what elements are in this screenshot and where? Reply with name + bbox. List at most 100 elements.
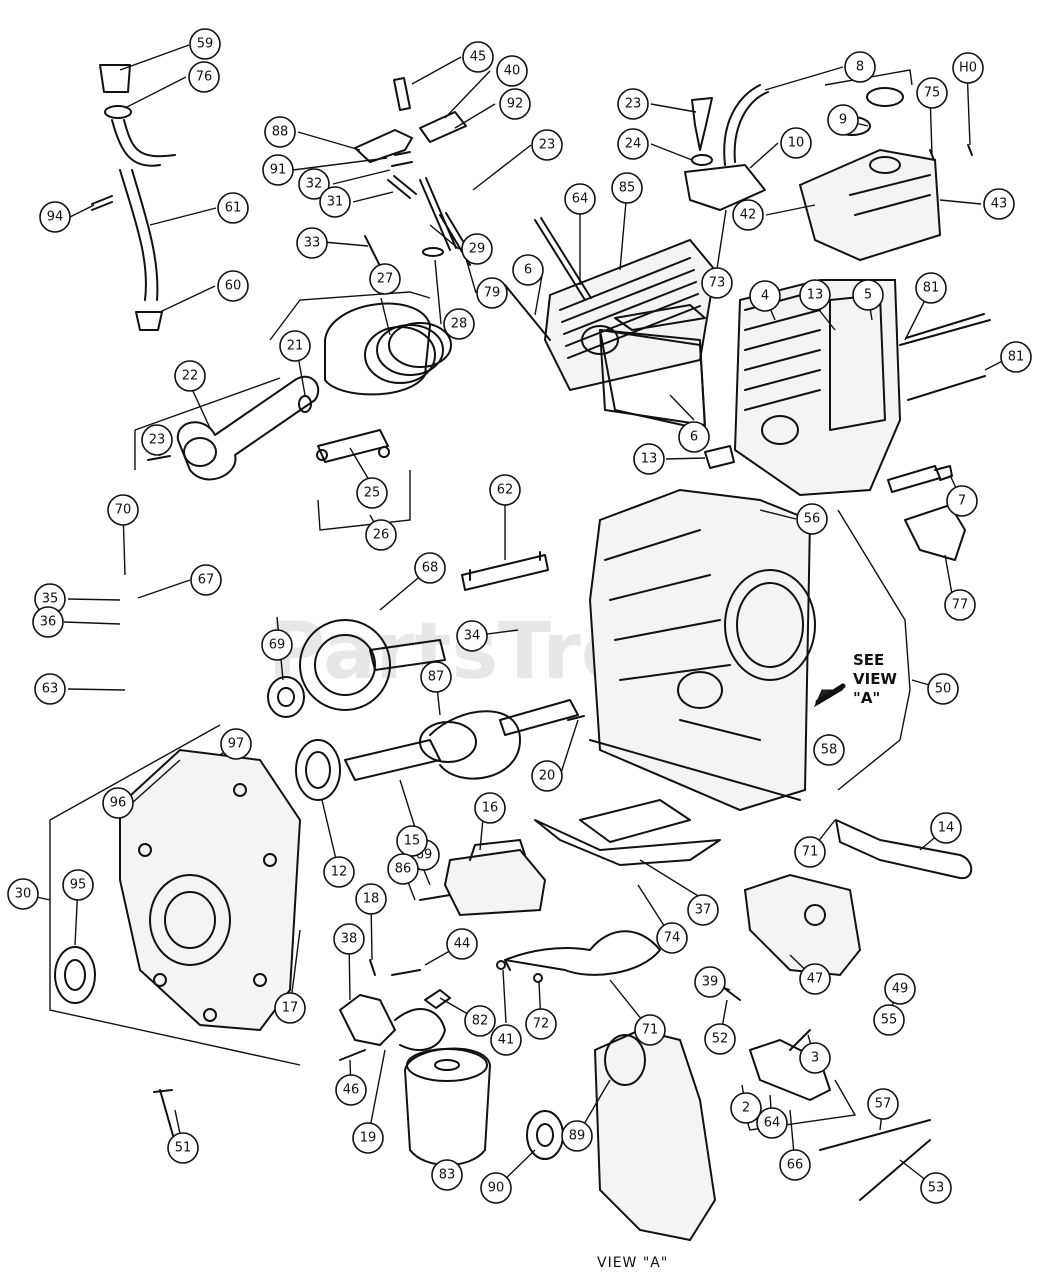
callout-29: 29 [461,233,493,265]
callout-number: 27 [377,272,394,287]
callout-number: 30 [15,887,32,902]
callout-circle [656,922,688,954]
oil-line [835,819,973,880]
oil-pan-gasket [534,799,721,866]
callout-circle [356,477,388,509]
callout-number: 61 [225,201,242,216]
callout-number: 77 [952,598,969,613]
callout-number: 8 [856,60,864,75]
callout-number: 31 [327,195,344,210]
callout-number: 15 [404,834,421,849]
callout-circle [930,812,962,844]
connecting-rod [147,375,320,481]
spark-plug [887,465,966,561]
callout-circle [189,28,221,60]
callout-circle [167,1132,199,1164]
callout-61: 61 [217,192,249,224]
spark-plug-boot-small [704,445,735,469]
callout-circle [476,277,508,309]
callout-number: 44 [454,937,471,952]
callout-number: 89 [569,1129,586,1144]
callout-circle [884,973,916,1005]
callout-number: 42 [740,208,757,223]
callout-2: 2 [730,1092,762,1124]
callout-number: 69 [269,638,286,653]
view-a-base [593,1028,717,1242]
callout-43: 43 [983,188,1015,220]
camshaft [299,619,446,711]
callout-circle [190,564,222,596]
callout-number: 28 [451,317,468,332]
callout-circle [490,1024,522,1056]
callout-22: 22 [174,360,206,392]
callout-number: 56 [804,512,821,527]
callout-circle [464,1005,496,1037]
callout-circle [32,606,64,638]
callout-20: 20 [531,760,563,792]
callout-number: 95 [70,878,87,893]
callout-number: 90 [488,1181,505,1196]
callout-number: 45 [470,50,487,65]
callout-14: 14 [930,812,962,844]
callout-49: 49 [884,973,916,1005]
callout-number: 35 [42,592,59,607]
callout-number: 16 [482,801,499,816]
callout-96: 96 [102,787,134,819]
callout-81: 81 [915,272,947,304]
valve-cover [798,87,973,262]
callout-circle [678,421,710,453]
view-a-caption: VIEW "A" [597,1255,668,1271]
callout-circle [799,1042,831,1074]
callout-33: 33 [296,227,328,259]
callout-86: 86 [387,853,419,885]
callout-19: 19 [352,1122,384,1154]
callout-8: 8 [844,51,876,83]
callout-number: 10 [788,136,805,151]
callout-circle [813,734,845,766]
callout-circle [102,787,134,819]
callout-4: 4 [749,280,781,312]
callout-31: 31 [319,186,351,218]
callout-50: 50 [927,673,959,705]
callout-circle [844,51,876,83]
callout-number: 36 [40,615,57,630]
callout-circle [873,1004,905,1036]
callout-number: 7 [958,494,966,509]
callout-circle [262,154,294,186]
callout-number: 29 [469,242,486,257]
callout-60: 60 [217,270,249,302]
callout-82: 82 [464,1005,496,1037]
callout-51: 51 [167,1132,199,1164]
callout-circle [780,127,812,159]
callout-number: 72 [533,1017,550,1032]
callout-35: 35 [34,583,66,615]
callout-7: 7 [946,485,978,517]
callout-10: 10 [780,127,812,159]
callout-number: 86 [395,862,412,877]
callout-circle [39,201,71,233]
see-view-line-1: SEE [853,651,884,669]
callout-83: 83 [431,1159,463,1191]
callout-number: 9 [839,113,847,128]
callout-97: 97 [220,728,252,760]
callout-circle [779,1149,811,1181]
callout-26: 26 [365,519,397,551]
callout-circle [512,254,544,286]
callout-number: 22 [182,369,199,384]
callout-number: 40 [504,64,521,79]
callout-6: 6 [512,254,544,286]
callout-circle [369,263,401,295]
callout-circle [489,474,521,506]
dipstick-tube [91,64,176,331]
callout-number: 64 [764,1116,781,1131]
callout-number: 2 [742,1101,750,1116]
callout-circle [944,589,976,621]
callout-number: 58 [821,743,838,758]
callout-circle [946,485,978,517]
callout-number: 6 [524,263,532,278]
callout-circle [634,1014,666,1046]
callout-number: 82 [472,1014,489,1029]
callout-number: 76 [196,70,213,85]
callout-number: 47 [807,972,824,987]
